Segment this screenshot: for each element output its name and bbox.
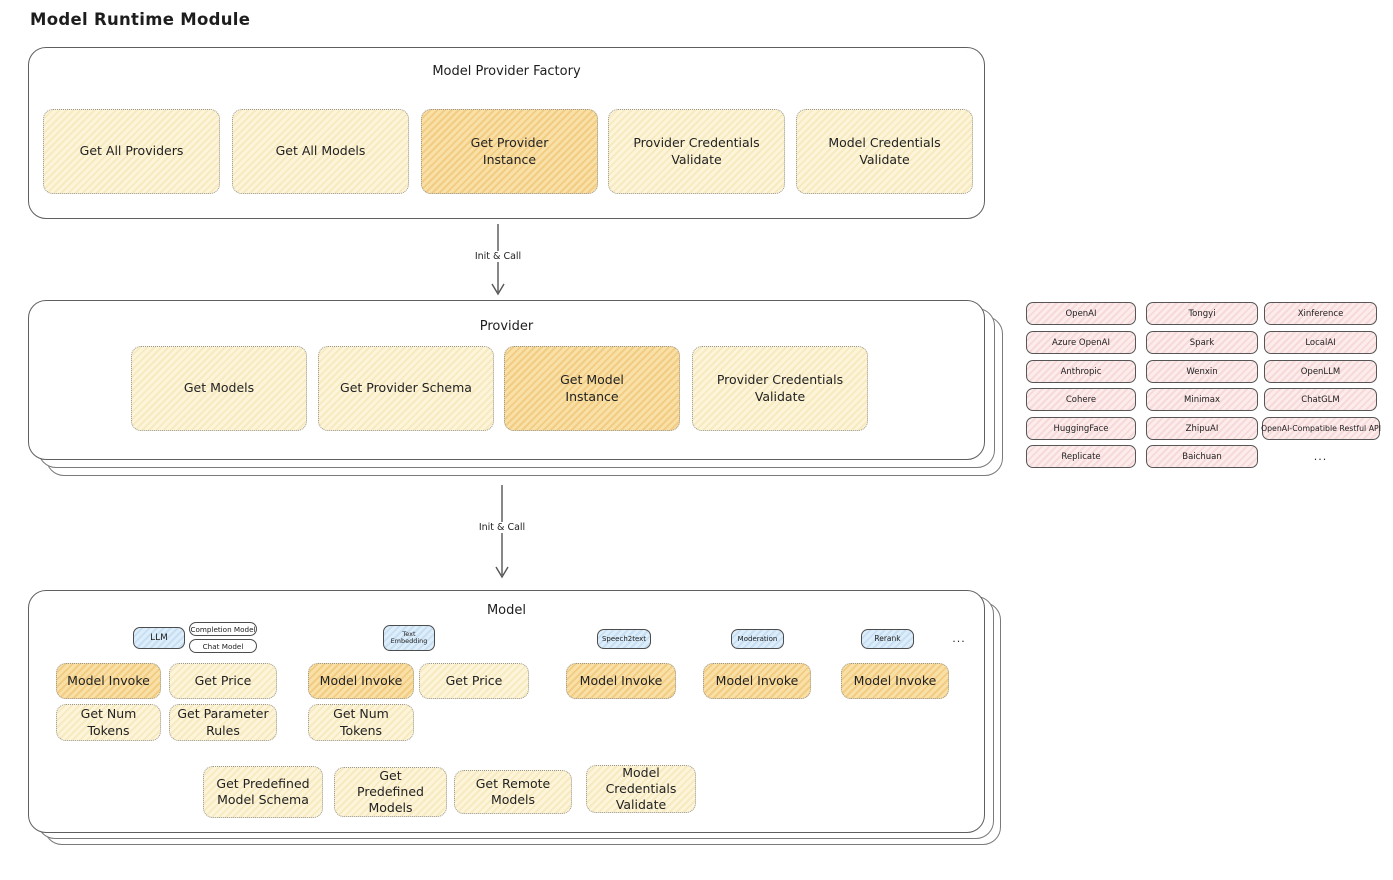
- init-call-label-2: Init & Call: [475, 522, 529, 533]
- tab-llm: LLM: [133, 627, 185, 649]
- provider-pill-azure-openai: Azure OpenAI: [1026, 331, 1136, 354]
- provider-pill-wenxin: Wenxin: [1146, 360, 1258, 383]
- page-title: Model Runtime Module: [30, 10, 251, 29]
- speech2text-model-invoke: Model Invoke: [566, 663, 676, 699]
- llm-model-invoke: Model Invoke: [56, 663, 161, 699]
- tab-moderation: Moderation: [731, 629, 784, 649]
- provider-pill-spark: Spark: [1146, 331, 1258, 354]
- provider-pill-replicate: Replicate: [1026, 445, 1136, 468]
- provider-get-models: Get Models: [131, 346, 307, 431]
- rerank-model-invoke: Model Invoke: [841, 663, 949, 699]
- llm-get-num-tokens: Get Num Tokens: [56, 704, 161, 741]
- provider-pill-huggingface: HuggingFace: [1026, 417, 1136, 440]
- tab-rerank: Rerank: [861, 629, 914, 649]
- provider-pill-baichuan: Baichuan: [1146, 445, 1258, 468]
- factory-get-all-providers: Get All Providers: [43, 109, 220, 194]
- provider-get-model-instance: Get Model Instance: [504, 346, 680, 431]
- provider-pill-cohere: Cohere: [1026, 388, 1136, 411]
- provider-pill-localai: LocalAI: [1264, 331, 1377, 354]
- embedding-model-invoke: Model Invoke: [308, 663, 414, 699]
- embedding-get-price: Get Price: [419, 663, 529, 699]
- provider-pill-tongyi: Tongyi: [1146, 302, 1258, 325]
- factory-provider-credentials-validate: Provider Credentials Validate: [608, 109, 785, 194]
- model-tabs-more-dots: ...: [952, 632, 966, 645]
- provider-pill-chatglm: ChatGLM: [1264, 388, 1377, 411]
- provider-pill-openai-compatible: OpenAI-Compatible Restful API: [1261, 417, 1381, 440]
- model-credentials-validate: Model Credentials Validate: [586, 765, 696, 813]
- provider-pill-openai: OpenAI: [1026, 302, 1136, 325]
- get-remote-models: Get Remote Models: [454, 770, 572, 814]
- factory-get-all-models: Get All Models: [232, 109, 409, 194]
- factory-title: Model Provider Factory: [432, 64, 581, 79]
- model-title: Model: [486, 603, 527, 618]
- llm-get-parameter-rules: Get Parameter Rules: [169, 704, 277, 741]
- provider-pill-zhipuai: ZhipuAI: [1146, 417, 1258, 440]
- factory-model-credentials-validate: Model Credentials Validate: [796, 109, 973, 194]
- provider-pill-minimax: Minimax: [1146, 388, 1258, 411]
- provider-list-more-dots: ...: [1313, 450, 1328, 463]
- get-predefined-models: Get Predefined Models: [334, 767, 447, 817]
- provider-provider-credentials-validate: Provider Credentials Validate: [692, 346, 868, 431]
- get-predefined-model-schema: Get Predefined Model Schema: [203, 766, 323, 818]
- tab-chat-model: Chat Model: [189, 639, 257, 653]
- tab-text-embedding: Text Embedding: [383, 625, 435, 651]
- provider-pill-openllm: OpenLLM: [1264, 360, 1377, 383]
- model-card: Model LLM Completion Model Chat Model Te…: [28, 590, 985, 833]
- model-provider-factory-card: Model Provider Factory Get All Providers…: [28, 47, 985, 219]
- moderation-model-invoke: Model Invoke: [703, 663, 811, 699]
- tab-speech2text: Speech2text: [597, 629, 651, 649]
- provider-card: Provider Get Models Get Provider Schema …: [28, 300, 985, 460]
- init-call-label-1: Init & Call: [471, 251, 525, 262]
- llm-get-price: Get Price: [169, 663, 277, 699]
- factory-get-provider-instance: Get Provider Instance: [421, 109, 598, 194]
- provider-title: Provider: [479, 319, 534, 334]
- provider-get-provider-schema: Get Provider Schema: [318, 346, 494, 431]
- tab-completion-model: Completion Model: [189, 622, 257, 636]
- embedding-get-num-tokens: Get Num Tokens: [308, 704, 414, 741]
- provider-pill-anthropic: Anthropic: [1026, 360, 1136, 383]
- provider-pill-xinference: Xinference: [1264, 302, 1377, 325]
